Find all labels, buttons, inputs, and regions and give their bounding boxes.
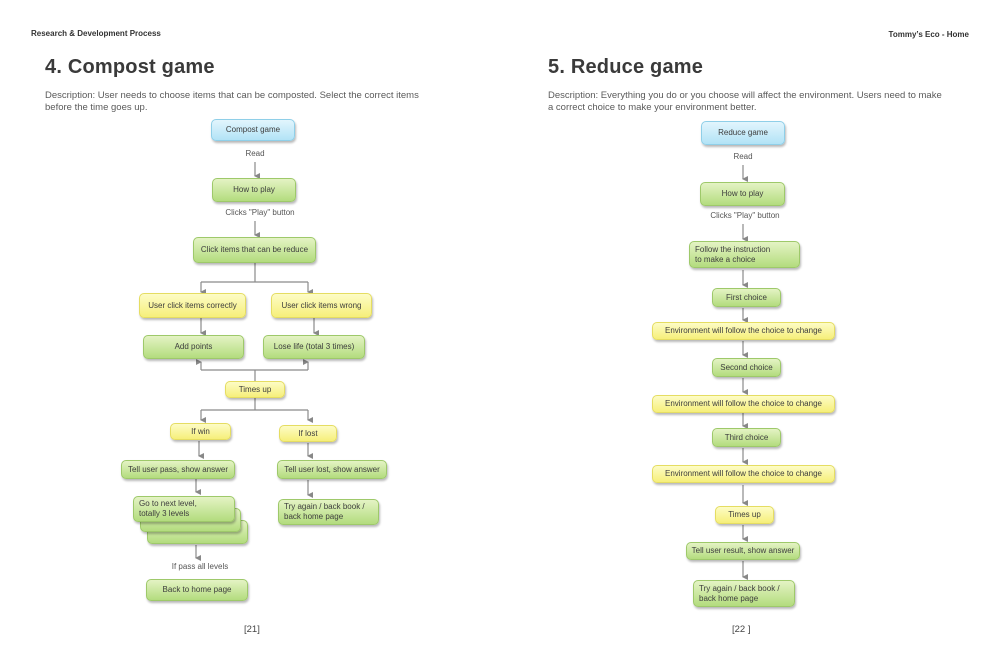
node-tell-user-lost: Tell user lost, show answer	[277, 460, 387, 479]
header-right: Tommy’s Eco - Home	[888, 30, 969, 39]
node-add-points: Add points	[143, 335, 244, 359]
node-user-click-correct: User click items correctly	[139, 293, 246, 318]
node-first-choice: First choice	[712, 288, 781, 307]
edge-label-r-clicks-play: Clicks "Play" button	[710, 211, 780, 220]
node-times-up: Times up	[225, 381, 285, 398]
node-r-times-up: Times up	[715, 506, 774, 524]
node-next-level: Go to next level, totally 3 levels	[133, 496, 235, 522]
node-env-change-3: Environment will follow the choice to ch…	[652, 465, 835, 483]
node-if-lost: If lost	[279, 425, 337, 442]
node-try-again-right: Try again / back book / back home page	[693, 580, 795, 607]
node-reduce-game: Reduce game	[701, 121, 785, 145]
right-page-description: Description: Everything you do or you ch…	[548, 90, 942, 113]
node-env-change-1: Environment will follow the choice to ch…	[652, 322, 835, 340]
edge-label-clicks-play: Clicks "Play" button	[225, 208, 295, 217]
left-page-title: 4. Compost game	[45, 56, 215, 78]
node-user-click-wrong: User click items wrong	[271, 293, 372, 318]
node-second-choice: Second choice	[712, 358, 781, 377]
page-number-left: [21]	[244, 624, 260, 635]
node-if-win: If win	[170, 423, 231, 440]
node-compost-game: Compost game	[211, 119, 295, 141]
right-page-title: 5. Reduce game	[548, 56, 704, 78]
node-env-change-2: Environment will follow the choice to ch…	[652, 395, 835, 413]
node-tell-user-pass: Tell user pass, show answer	[121, 460, 235, 479]
header-left: Research & Development Process	[31, 29, 161, 38]
node-lose-life: Lose life (total 3 times)	[263, 335, 365, 359]
node-r-how-to-play: How to play	[700, 182, 785, 206]
node-back-home: Back to home page	[146, 579, 248, 601]
node-click-items: Click items that can be reduce	[193, 237, 316, 263]
node-how-to-play: How to play	[212, 178, 296, 202]
node-tell-user-result: Tell user result, show answer	[686, 542, 800, 560]
node-third-choice: Third choice	[712, 428, 781, 447]
node-try-again-left: Try again / back book / back home page	[278, 499, 379, 525]
edge-label-read: Read	[245, 149, 265, 158]
page-number-right: [22 ]	[732, 624, 751, 635]
node-follow-instruction: Follow the instruction to make a choice	[689, 241, 800, 268]
edge-label-r-read: Read	[733, 152, 753, 161]
edge-label-pass-all: If pass all levels	[171, 562, 229, 571]
left-page-description: Description: User needs to choose items …	[45, 90, 419, 113]
